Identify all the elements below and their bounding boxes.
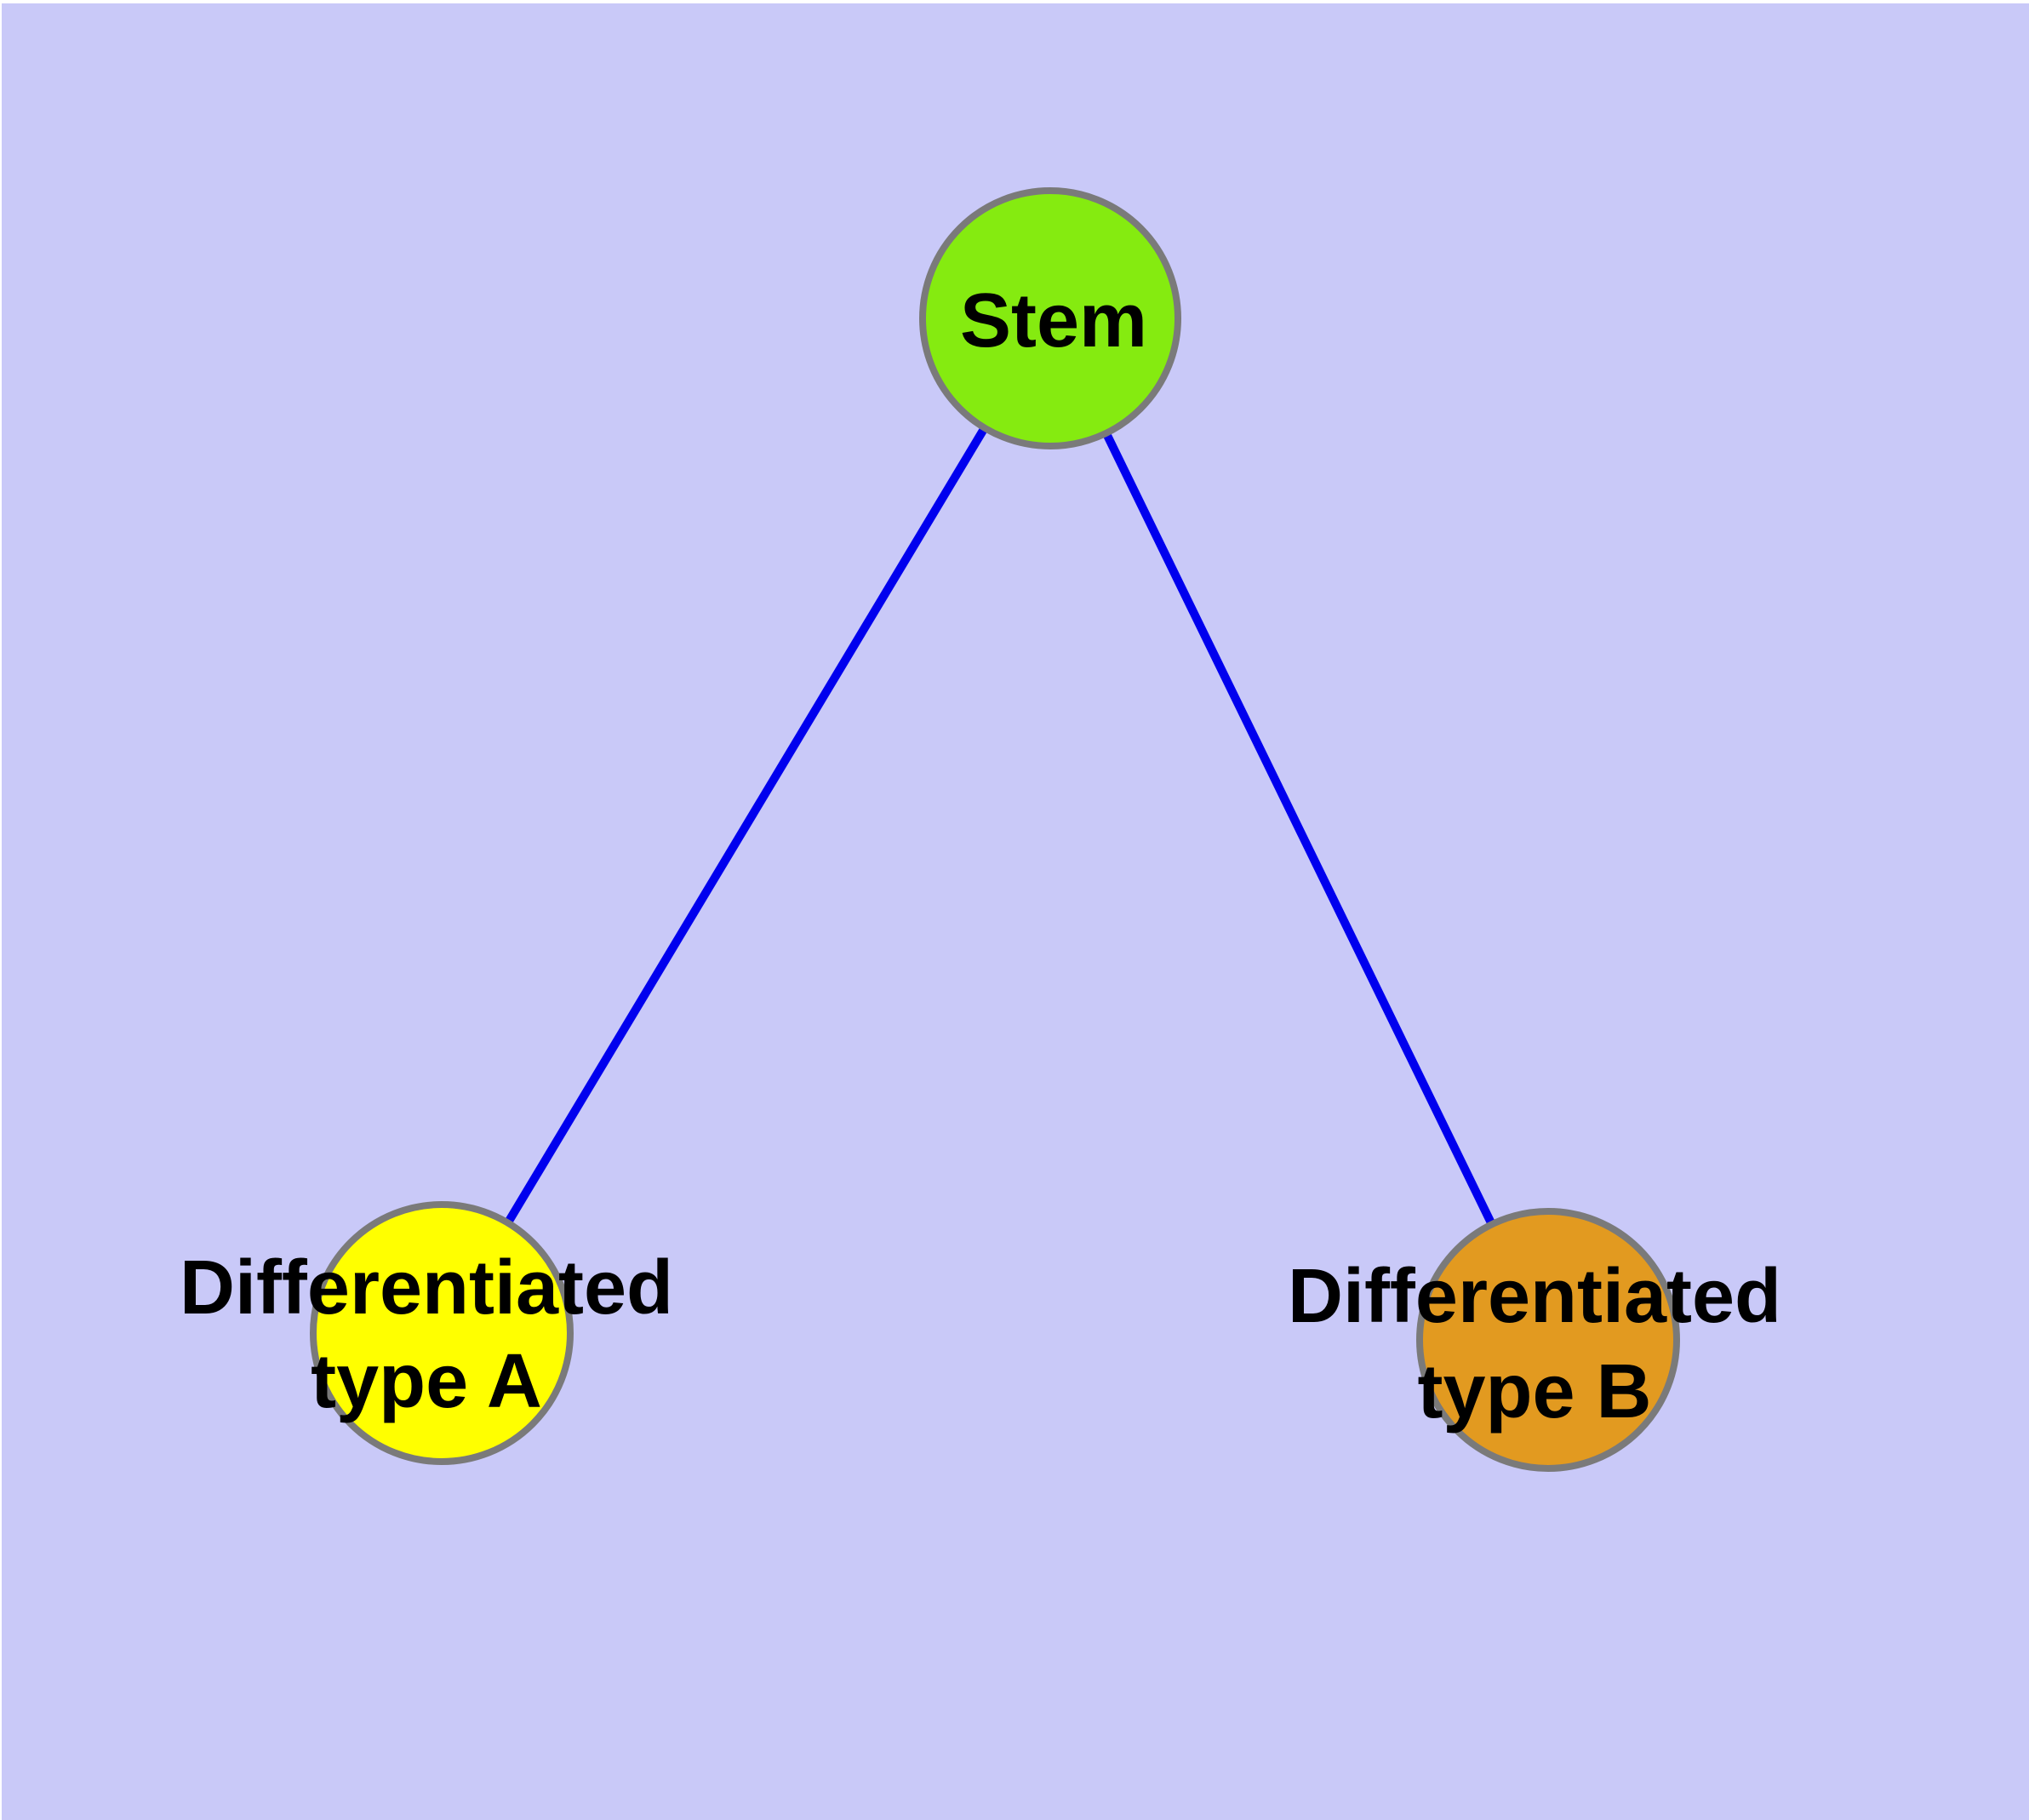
node-differentiated-type-a: [310, 1201, 574, 1465]
edge-stem-to-type-b: [1046, 316, 1552, 1342]
node-stem-label: Stem: [960, 278, 1147, 363]
node-differentiated-type-b: [1416, 1208, 1680, 1472]
node-type-b-label-line-1: Differentiated: [1288, 1254, 1781, 1339]
node-type-b-label-line-2: type B: [1417, 1349, 1651, 1434]
edge-stem-to-type-a: [437, 316, 1055, 1336]
node-type-a-label-line-1: Differentiated: [180, 1245, 673, 1331]
node-type-a-label-line-2: type A: [311, 1339, 542, 1424]
node-stem: [919, 187, 1181, 449]
